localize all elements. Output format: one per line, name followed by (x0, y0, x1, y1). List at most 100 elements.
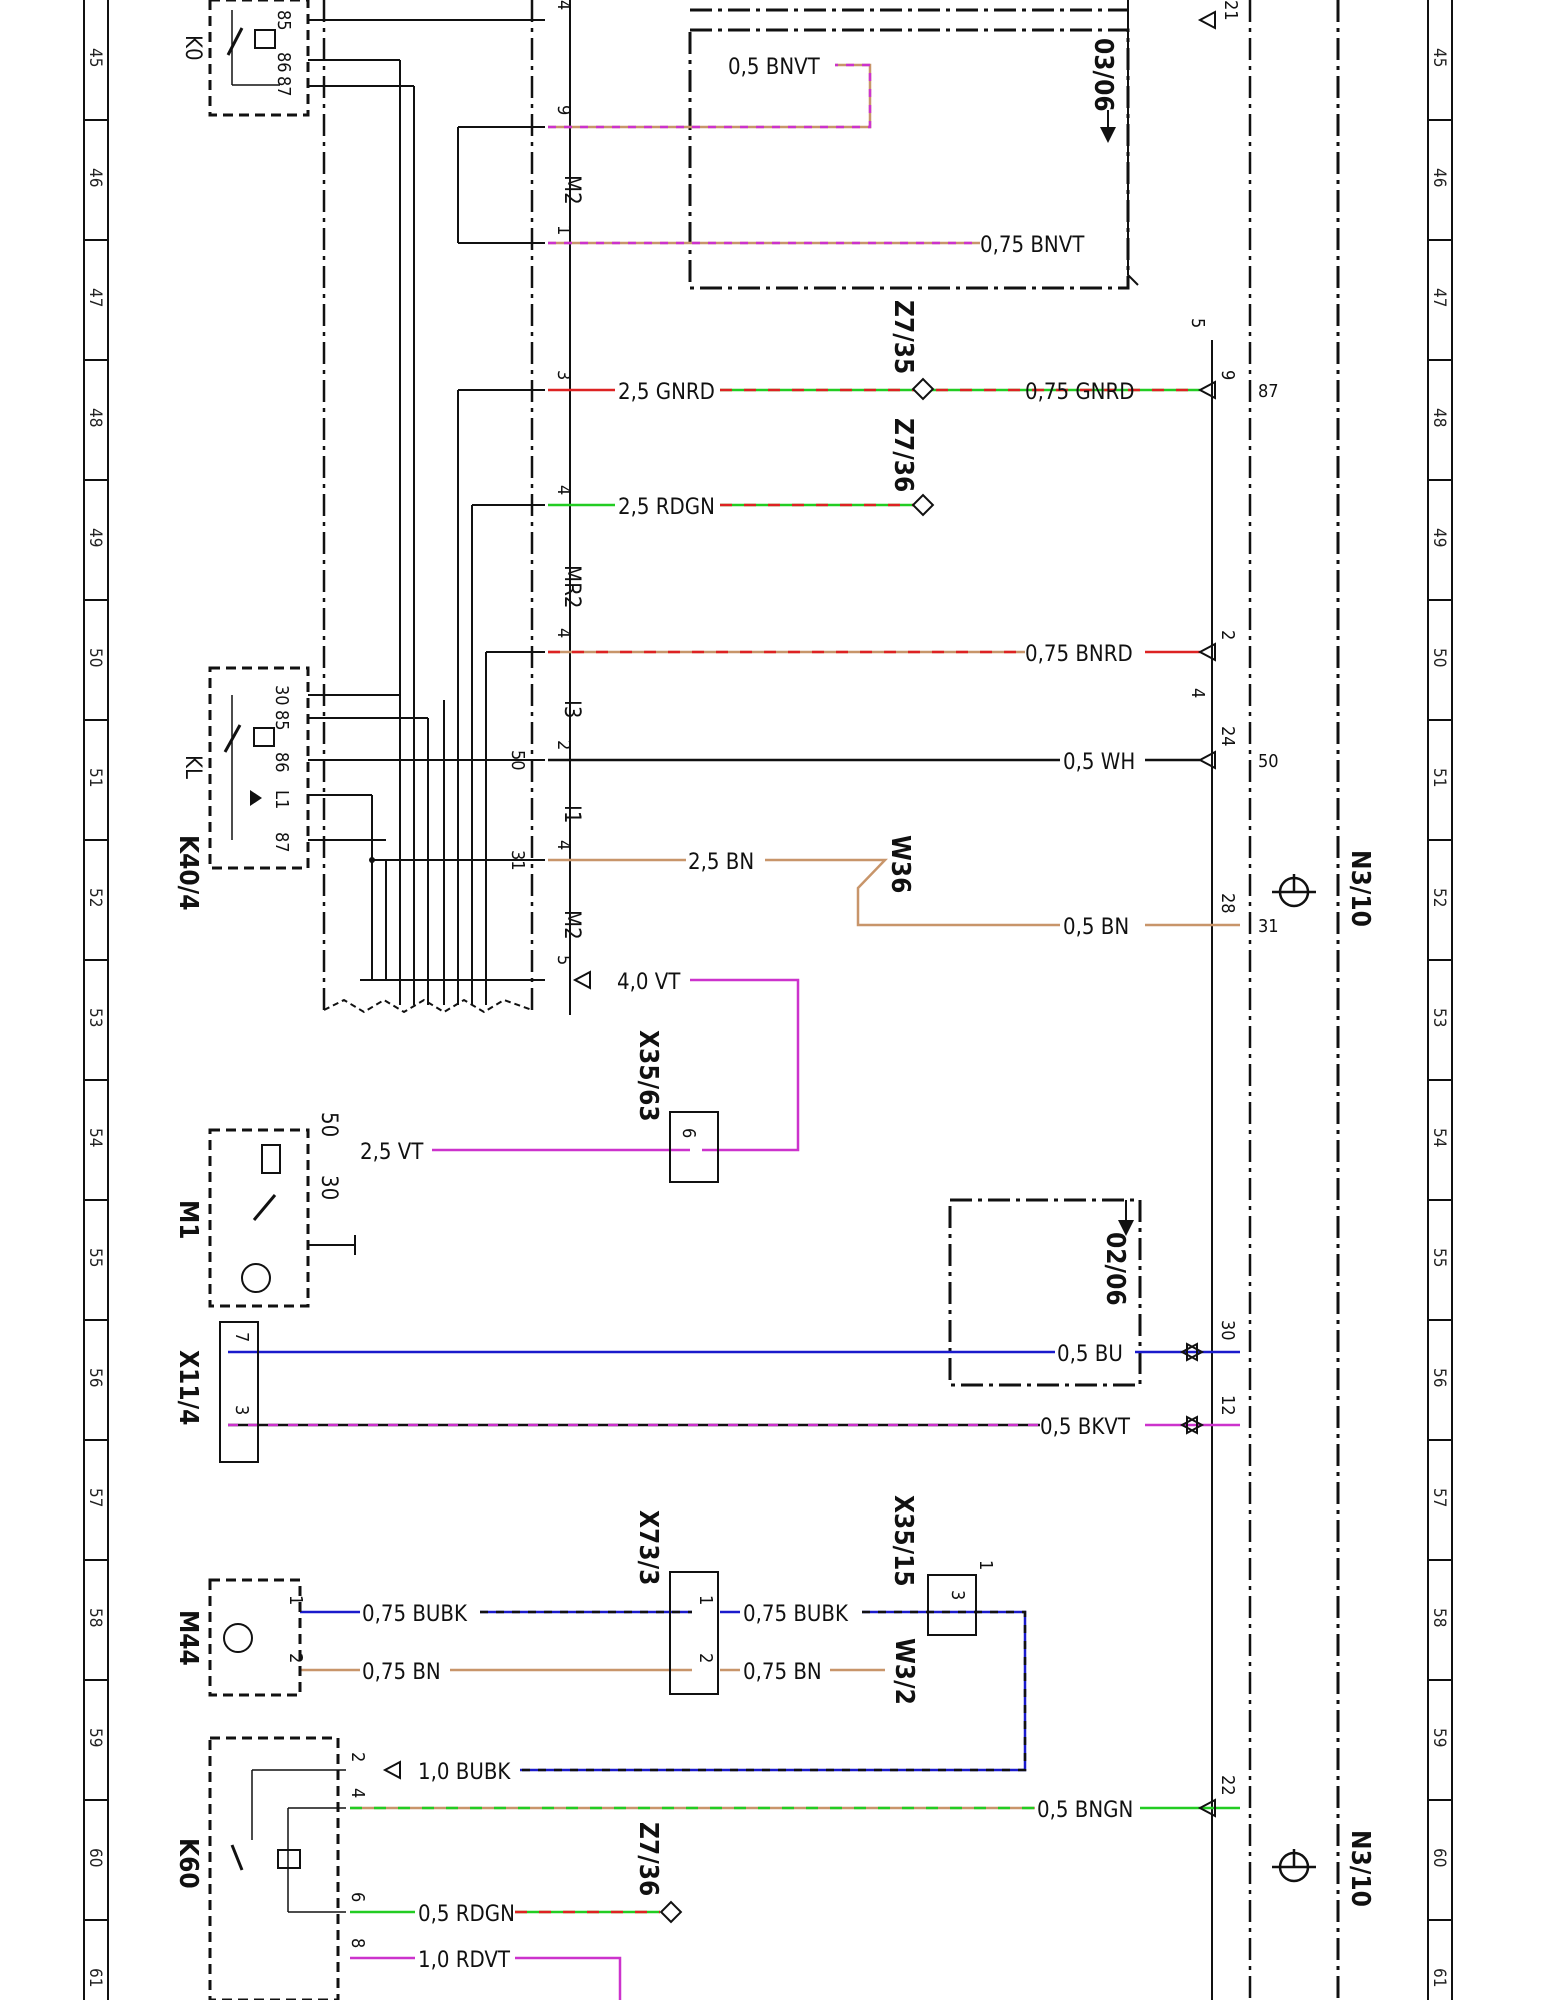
w3-2-label: W3/2 (889, 1638, 919, 1705)
left-ruler-label: 56 (85, 1368, 105, 1387)
right-ruler-label: 55 (1429, 1248, 1449, 1267)
k0-label: K0 (180, 35, 205, 61)
ground-symbol-bottom (1272, 1849, 1316, 1883)
pin-m1-30: 30 (316, 1175, 341, 1200)
pin-k60-4: 4 (347, 1788, 368, 1798)
wire-label-rdgn-05: 0,5 RDGN (418, 1902, 515, 1927)
wire-label-gnrd-075: 0,75 GNRD (1025, 380, 1134, 405)
connector-m2-top: M2 (559, 175, 584, 205)
pin-n-4: 4 (1187, 688, 1208, 698)
pin-n-30: 30 (1217, 1320, 1238, 1341)
z7-36-top-label: Z7/36 (888, 418, 918, 492)
connector-mr2: MR2 (559, 565, 584, 608)
left-ruler-label: 55 (85, 1248, 105, 1267)
right-ruler-label: 50 (1429, 648, 1449, 667)
pin-k0-86: 86 (273, 52, 294, 73)
pin-k60-2: 2 (347, 1752, 368, 1762)
pin-n-87: 87 (1258, 381, 1279, 402)
x35-63-label: X35/63 (633, 1030, 663, 1122)
left-ruler-label: 57 (85, 1488, 105, 1507)
x35-63-connector: X35/63 6 (633, 1030, 719, 1183)
connector-i3: I3 (559, 700, 584, 718)
right-ruler-label: 60 (1429, 1848, 1449, 1867)
pin-n-22: 22 (1217, 1775, 1238, 1796)
left-ruler-label: 52 (85, 888, 105, 907)
ref-box-02-06: 02/06 (948, 1198, 1142, 1387)
wire-label-bkvt-05: 0,5 BKVT (1040, 1415, 1131, 1440)
ground-symbol-top (1272, 874, 1316, 908)
left-ruler-label: 58 (85, 1608, 105, 1627)
pin-c-9: 9 (553, 105, 574, 115)
wire-label-bnrd-075: 0,75 BNRD (1025, 642, 1133, 667)
pin-n-9: 9 (1217, 370, 1238, 380)
pin-n-2: 2 (1217, 630, 1238, 640)
pin-kl-87: 87 (271, 832, 292, 853)
pin-m44-2: 2 (285, 1653, 306, 1663)
pin-kl-85: 85 (271, 710, 292, 731)
pin-n-24: 24 (1217, 726, 1238, 747)
pin-c-4: 4 (553, 0, 574, 10)
k60-label: K60 (173, 1838, 203, 1889)
right-ruler-label: 52 (1429, 888, 1449, 907)
left-ruler-label: 60 (85, 1848, 105, 1867)
m44-label: M44 (173, 1610, 203, 1666)
n3-10-label-bottom: N3/10 (1345, 1830, 1375, 1907)
n3-10-label-top: N3/10 (1345, 850, 1375, 927)
z7-36-bottom-label: Z7/36 (633, 1822, 663, 1896)
right-ruler-label: 45 (1429, 48, 1449, 67)
w36-label: W36 (885, 835, 915, 893)
wire-label-gnrd-25: 2,5 GNRD (618, 380, 715, 405)
pin-k60-8: 8 (347, 1938, 368, 1948)
pin-c-4d: 4 (553, 840, 574, 850)
kl-label: KL (180, 755, 205, 779)
pin-x11-3: 3 (231, 1405, 252, 1415)
wire-label-vt-25: 2,5 VT (360, 1140, 424, 1165)
pin-kl-30: 30 (271, 685, 292, 706)
pin-n-50: 50 (1258, 751, 1279, 772)
left-ruler-label: 47 (85, 288, 105, 307)
pin-n-21: 21 (1220, 0, 1241, 21)
ref-box-03-06: 03/06 (688, 0, 1139, 290)
right-ruler-label: 53 (1429, 1008, 1449, 1027)
k60-relay: K60 2 4 6 8 (173, 1736, 368, 2000)
connector-i1: I1 (559, 805, 584, 823)
pin-m44-1: 1 (285, 1595, 306, 1605)
pin-k0-87: 87 (273, 76, 294, 97)
wire-label-wh-05: 0,5 WH (1063, 750, 1135, 775)
wire-label-bnvt-075: 0,75 BNVT (980, 233, 1085, 258)
left-ruler-label: 48 (85, 408, 105, 427)
pin-c-50: 50 (507, 750, 528, 771)
ref-03-06-label: 03/06 (1088, 38, 1118, 112)
pin-kl-86: 86 (271, 752, 292, 773)
pin-n-28: 28 (1217, 893, 1238, 914)
pin-x11-7: 7 (231, 1332, 252, 1342)
pin-c-3: 3 (553, 370, 574, 380)
right-ruler-label: 57 (1429, 1488, 1449, 1507)
pin-x35-15-1: 1 (975, 1560, 996, 1570)
wire-label-bu-05: 0,5 BU (1057, 1342, 1123, 1367)
k40-4-label: K40/4 (173, 835, 203, 911)
right-ruler-label: 58 (1429, 1608, 1449, 1627)
pin-n-12: 12 (1217, 1395, 1238, 1416)
right-ruler-label: 49 (1429, 528, 1449, 547)
wire-label-bngn-05: 0,5 BNGN (1037, 1798, 1133, 1823)
pin-m1-50: 50 (316, 1112, 341, 1137)
n3-10-module: N3/10 N3/10 (1211, 0, 1375, 2000)
m44-motor: M44 1 2 (173, 1578, 306, 1697)
right-ruler-label: 47 (1429, 288, 1449, 307)
wire-label-vt-40: 4,0 VT (617, 970, 681, 995)
right-ruler-label: 51 (1429, 768, 1449, 787)
left-ruler-label: 59 (85, 1728, 105, 1747)
right-ruler-label: 59 (1429, 1728, 1449, 1747)
pin-x73-1: 1 (695, 1595, 716, 1605)
pin-n-5: 5 (1187, 318, 1208, 328)
pin-k60-6: 6 (347, 1892, 368, 1902)
z7-35-label: Z7/35 (888, 300, 918, 374)
pin-x35-15-3: 3 (947, 1590, 968, 1600)
wire-label-bubk-075-a: 0,75 BUBK (362, 1602, 468, 1627)
pin-n-31: 31 (1258, 916, 1279, 937)
right-ruler-label: 54 (1429, 1128, 1449, 1147)
